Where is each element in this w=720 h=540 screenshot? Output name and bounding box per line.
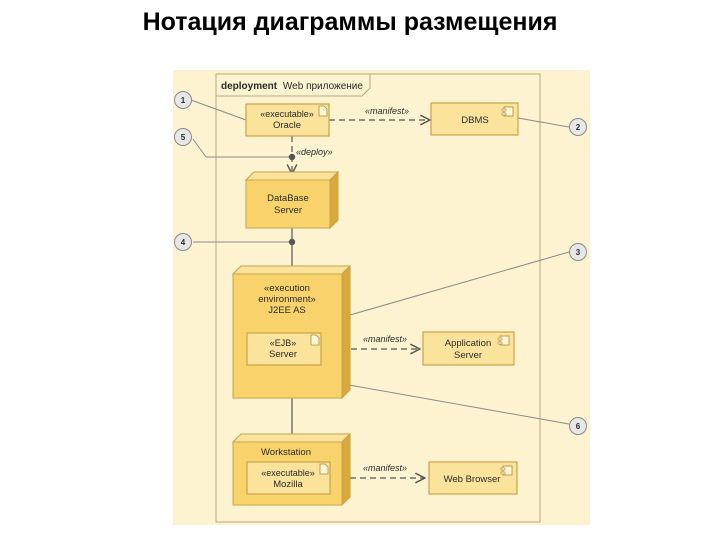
node-database-server[interactable]: DataBase Server xyxy=(244,170,340,230)
db-server-line1: DataBase xyxy=(267,193,309,204)
callout-6-label: 6 xyxy=(576,422,581,431)
appserver-line1: Application xyxy=(445,338,491,349)
callout-6: 6 xyxy=(569,417,587,435)
deployment-frame: deployment Web приложение xyxy=(215,73,541,523)
component-icon xyxy=(501,106,514,117)
ejb-stereotype: «EJB» xyxy=(270,338,297,348)
workstation-name: Workstation xyxy=(261,447,311,458)
dbms-name: DBMS xyxy=(461,115,488,126)
oracle-name: Oracle xyxy=(273,120,301,131)
frame-keyword: deployment xyxy=(221,81,278,92)
j2ee-line2: environment» xyxy=(258,294,316,305)
appserver-line2: Server xyxy=(454,350,482,361)
component-application-server[interactable]: Application Server xyxy=(422,331,515,366)
page-title: Нотация диаграммы размещения xyxy=(142,8,558,36)
j2ee-line3: J2EE AS xyxy=(268,305,306,316)
node-j2ee-execution-environment[interactable]: «execution environment» J2EE AS xyxy=(231,264,352,400)
component-web-browser[interactable]: Web Browser xyxy=(428,461,518,495)
callout-2-label: 2 xyxy=(576,123,581,132)
callout-2: 2 xyxy=(569,118,587,136)
component-icon xyxy=(497,335,510,346)
mozilla-name: Mozilla xyxy=(273,479,303,490)
svg-text:deployment Web приложени: deployment Web приложение xyxy=(221,81,363,92)
artifact-document-icon xyxy=(318,105,328,117)
manifest-label-browser: «manifest» xyxy=(363,463,407,473)
component-icon xyxy=(500,465,513,476)
component-dbms[interactable]: DBMS xyxy=(430,102,519,136)
artifact-oracle[interactable]: «executable» Oracle xyxy=(245,103,330,137)
callout-4: 4 xyxy=(174,233,192,251)
link-junction-dot xyxy=(288,238,296,246)
web-browser-name: Web Browser xyxy=(444,474,501,485)
callout-4-label: 4 xyxy=(181,238,186,247)
mozilla-stereotype: «executable» xyxy=(261,468,315,478)
callout-3: 3 xyxy=(569,243,587,261)
callout-5-label: 5 xyxy=(181,133,186,142)
artifact-document-icon xyxy=(319,463,329,475)
db-server-line2: Server xyxy=(274,205,302,216)
callout-1-label: 1 xyxy=(181,96,186,105)
callout-1: 1 xyxy=(174,91,192,109)
manifest-label-appserver: «manifest» xyxy=(363,334,407,344)
artifact-ejb-server[interactable]: «EJB» Server xyxy=(246,332,322,366)
manifest-label-dbms: «manifest» xyxy=(365,106,409,116)
oracle-stereotype: «executable» xyxy=(260,109,314,119)
deploy-label: «deploy» xyxy=(296,147,333,157)
frame-name: Web приложение xyxy=(283,81,363,92)
j2ee-line1: «execution xyxy=(264,283,310,294)
callout-5: 5 xyxy=(174,128,192,146)
artifact-mozilla[interactable]: «executable» Mozilla xyxy=(246,461,331,495)
callout-3-label: 3 xyxy=(576,248,581,257)
ejb-name: Server xyxy=(269,349,297,360)
deploy-junction-dot xyxy=(288,153,296,161)
callout-leaders xyxy=(190,99,570,425)
artifact-document-icon xyxy=(310,334,320,346)
